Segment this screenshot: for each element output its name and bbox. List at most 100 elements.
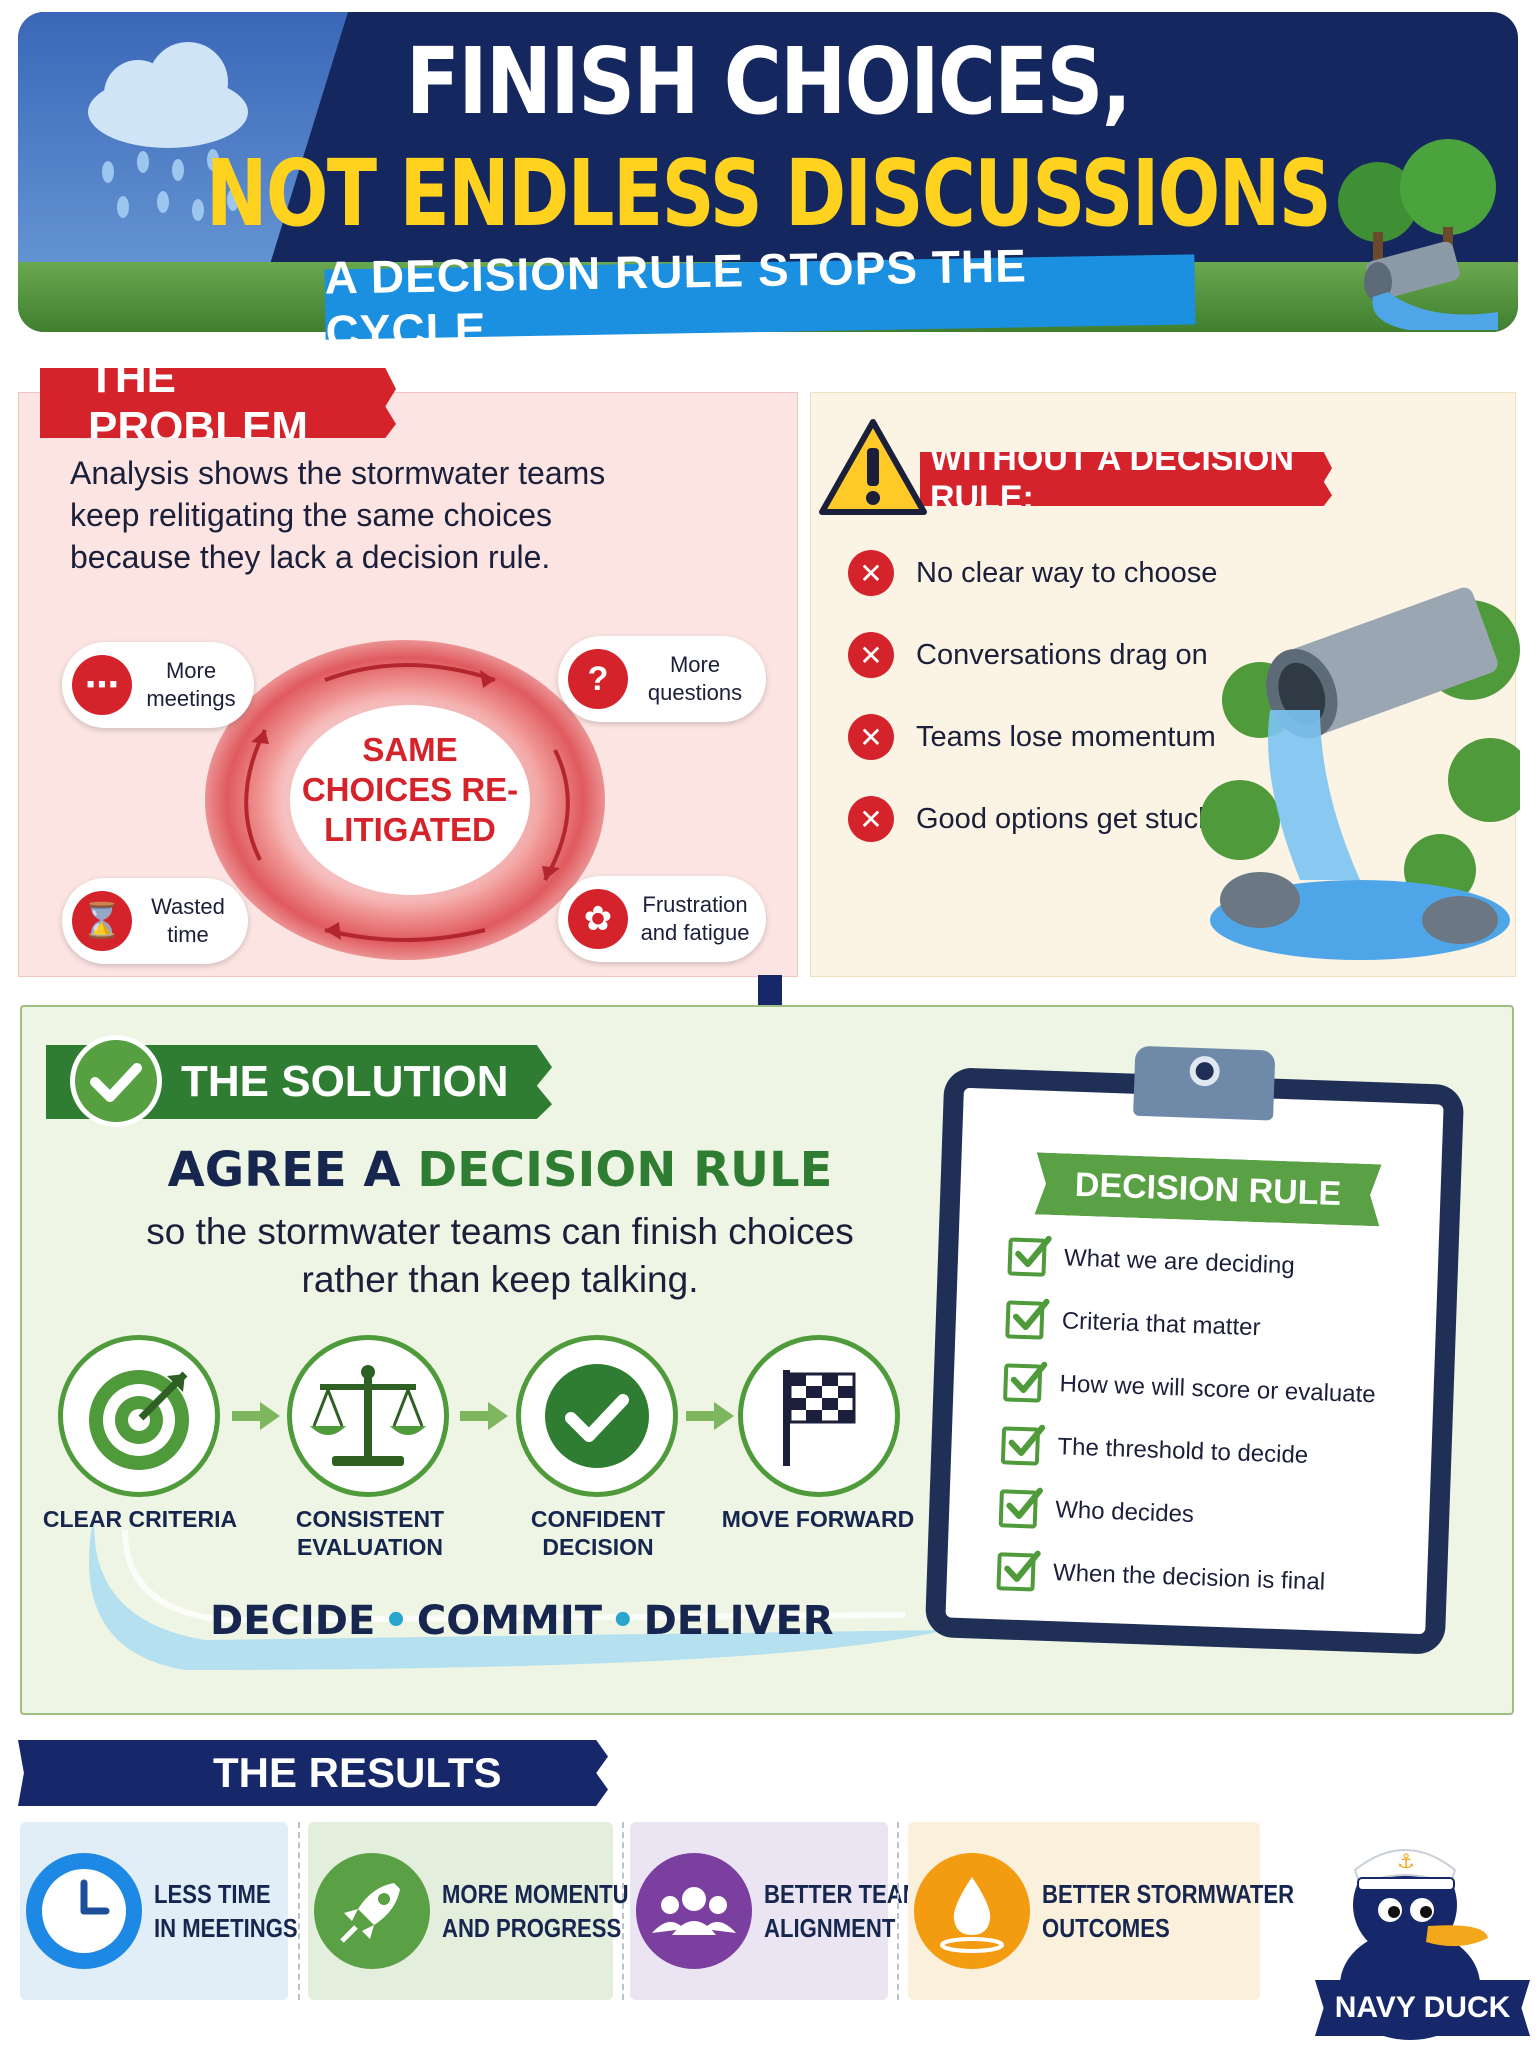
divider [622,1822,624,2000]
bubble-more-questions: ? More questions [558,636,766,722]
without-rule-item: ✕ No clear way to choose [848,548,1217,598]
decision-rule-title: DECISION RULE [1035,1152,1382,1226]
motto-commit: COMMIT [416,1598,603,1644]
decision-rule-item: Criteria that matter [1005,1294,1261,1353]
step-move-forward-circle [738,1335,900,1497]
team-icon [636,1853,752,1969]
checkbox-icon [1005,1298,1050,1340]
subtitle-banner: A DECISION RULE STOPS THE CYCLE [324,239,1196,358]
cycle-arrows-icon [244,663,570,942]
divider [298,1822,300,2000]
warning-icon [819,419,927,515]
problem-tag: THE PROBLEM [40,368,396,438]
step-label: CONFIDENT DECISION [530,1506,666,1560]
step-consistent-evaluation-circle [287,1335,449,1497]
solution-heading: AGREE A DECISION RULE [110,1142,890,1198]
motto-deliver: DELIVER [643,1598,834,1644]
x-icon: ✕ [848,796,894,842]
decision-rule-item-label: Criteria that matter [1061,1307,1261,1342]
without-rule-item-label: Conversations drag on [916,638,1208,671]
result-card-text: LESS TIME IN MEETINGS [154,1877,298,1945]
result-card-outcomes: BETTER STORMWATER OUTCOMES [908,1822,1294,2000]
decision-rule-item-label: When the decision is final [1052,1559,1326,1596]
x-icon: ✕ [848,714,894,760]
decision-rule-item-label: The threshold to decide [1056,1433,1309,1470]
hourglass-icon: ⌛ [72,891,132,951]
without-rule-item: ✕ Teams lose momentum [848,712,1216,762]
pipe-waterfall-illustration [1200,587,1520,960]
without-rule-item: ✕ Conversations drag on [848,630,1208,680]
step-label: MOVE FORWARD [721,1506,915,1532]
svg-text:⚓: ⚓ [1397,1849,1415,1873]
results-tag: THE RESULTS [18,1740,608,1806]
problem-text: Analysis shows the stormwater teams keep… [70,455,606,575]
result-line1: LESS TIME [154,1879,271,1909]
header-pipe-icon [1364,242,1498,330]
step-confident-decision-circle [516,1335,678,1497]
rocket-icon [314,1853,430,1969]
result-card-less-time: LESS TIME IN MEETINGS [20,1822,298,2000]
target-icon [89,1370,189,1470]
bubble-label: Frustration and fatigue [640,892,750,945]
without-rule-item: ✕ Good options get stuck [848,794,1213,844]
cycle-cloud [290,705,530,895]
result-line1: BETTER STORMWATER [1042,1879,1295,1909]
solution-description: so the stormwater teams can finish choic… [146,1211,854,1300]
bubble-label: More questions [647,652,743,705]
scales-icon [310,1365,426,1466]
without-rule-item-label: Good options get stuck [916,802,1213,835]
checkbox-icon [1000,1424,1046,1466]
step-arrow-icon [460,1402,508,1430]
page-title-line2: NOT ENDLESS DISCUSSIONS [205,140,1332,247]
without-rule-item-label: Teams lose momentum [916,720,1216,753]
header-banner [18,12,1518,332]
question-icon: ? [568,649,628,709]
result-line2: OUTCOMES [1042,1913,1170,1943]
result-card-text: MORE MOMENTUM AND PROGRESS [442,1877,647,1945]
decision-rule-item-label: How we will score or evaluate [1059,1370,1377,1409]
x-icon: ✕ [848,632,894,678]
result-line2: AND PROGRESS [442,1913,622,1943]
chat-icon: ⋯ [72,655,132,715]
checkbox-icon [1007,1235,1052,1277]
without-rule-item-label: No clear way to choose [916,556,1218,589]
solution-heading-part1: AGREE A [167,1142,418,1198]
water-swoosh [89,1510,945,1670]
solution-check-icon [70,1035,162,1127]
bubble-more-meetings: ⋯ More meetings [62,642,254,728]
bubble-wasted-time: ⌛ Wasted time [62,878,248,964]
water-drop-icon [914,1853,1030,1969]
motto: DECIDE•COMMIT•DELIVER [210,1598,834,1644]
bubble-label: More meetings [146,658,236,711]
decision-rule-item: What we are deciding [1007,1231,1295,1291]
decision-rule-item: How we will score or evaluate [1003,1357,1377,1420]
checkmark-icon [545,1364,649,1468]
clock-icon [26,1853,142,1969]
decision-rule-item-label: What we are deciding [1063,1244,1296,1280]
result-line2: ALIGNMENT [764,1913,896,1943]
step-arrow-icon [232,1402,280,1430]
page-title-line1: FINISH CHOICES, [405,28,1132,135]
result-card-text: BETTER TEAM ALIGNMENT [764,1877,921,1945]
bubble-label: Wasted time [151,894,225,947]
motto-decide: DECIDE [210,1598,376,1644]
checkbox-icon [1003,1361,1048,1403]
solution-heading-part2: DECISION RULE [417,1142,833,1198]
decision-rule-item: When the decision is final [996,1546,1326,1607]
step-label: CONSISTENT EVALUATION [295,1506,445,1560]
step-clear-criteria-circle [58,1335,220,1497]
checkbox-icon [996,1550,1041,1592]
result-line2: IN MEETINGS [154,1913,298,1943]
trees-icon [1338,139,1496,277]
rain-cloud-icon [88,42,248,221]
checkered-flag-icon [783,1370,856,1466]
result-card-text: BETTER STORMWATER OUTCOMES [1042,1877,1294,1945]
brand-banner: NAVY DUCK [1315,1980,1530,2036]
checkbox-icon [998,1487,1043,1529]
cycle-label: SAME CHOICES RE-LITIGATED [301,731,519,848]
bubble-frustration: ✿ Frustration and fatigue [558,876,766,962]
result-card-alignment: BETTER TEAM ALIGNMENT [630,1822,921,2000]
result-card-momentum: MORE MOMENTUM AND PROGRESS [308,1822,647,2000]
tangle-icon: ✿ [568,889,628,949]
solution-tag: THE SOLUTION [46,1045,552,1119]
